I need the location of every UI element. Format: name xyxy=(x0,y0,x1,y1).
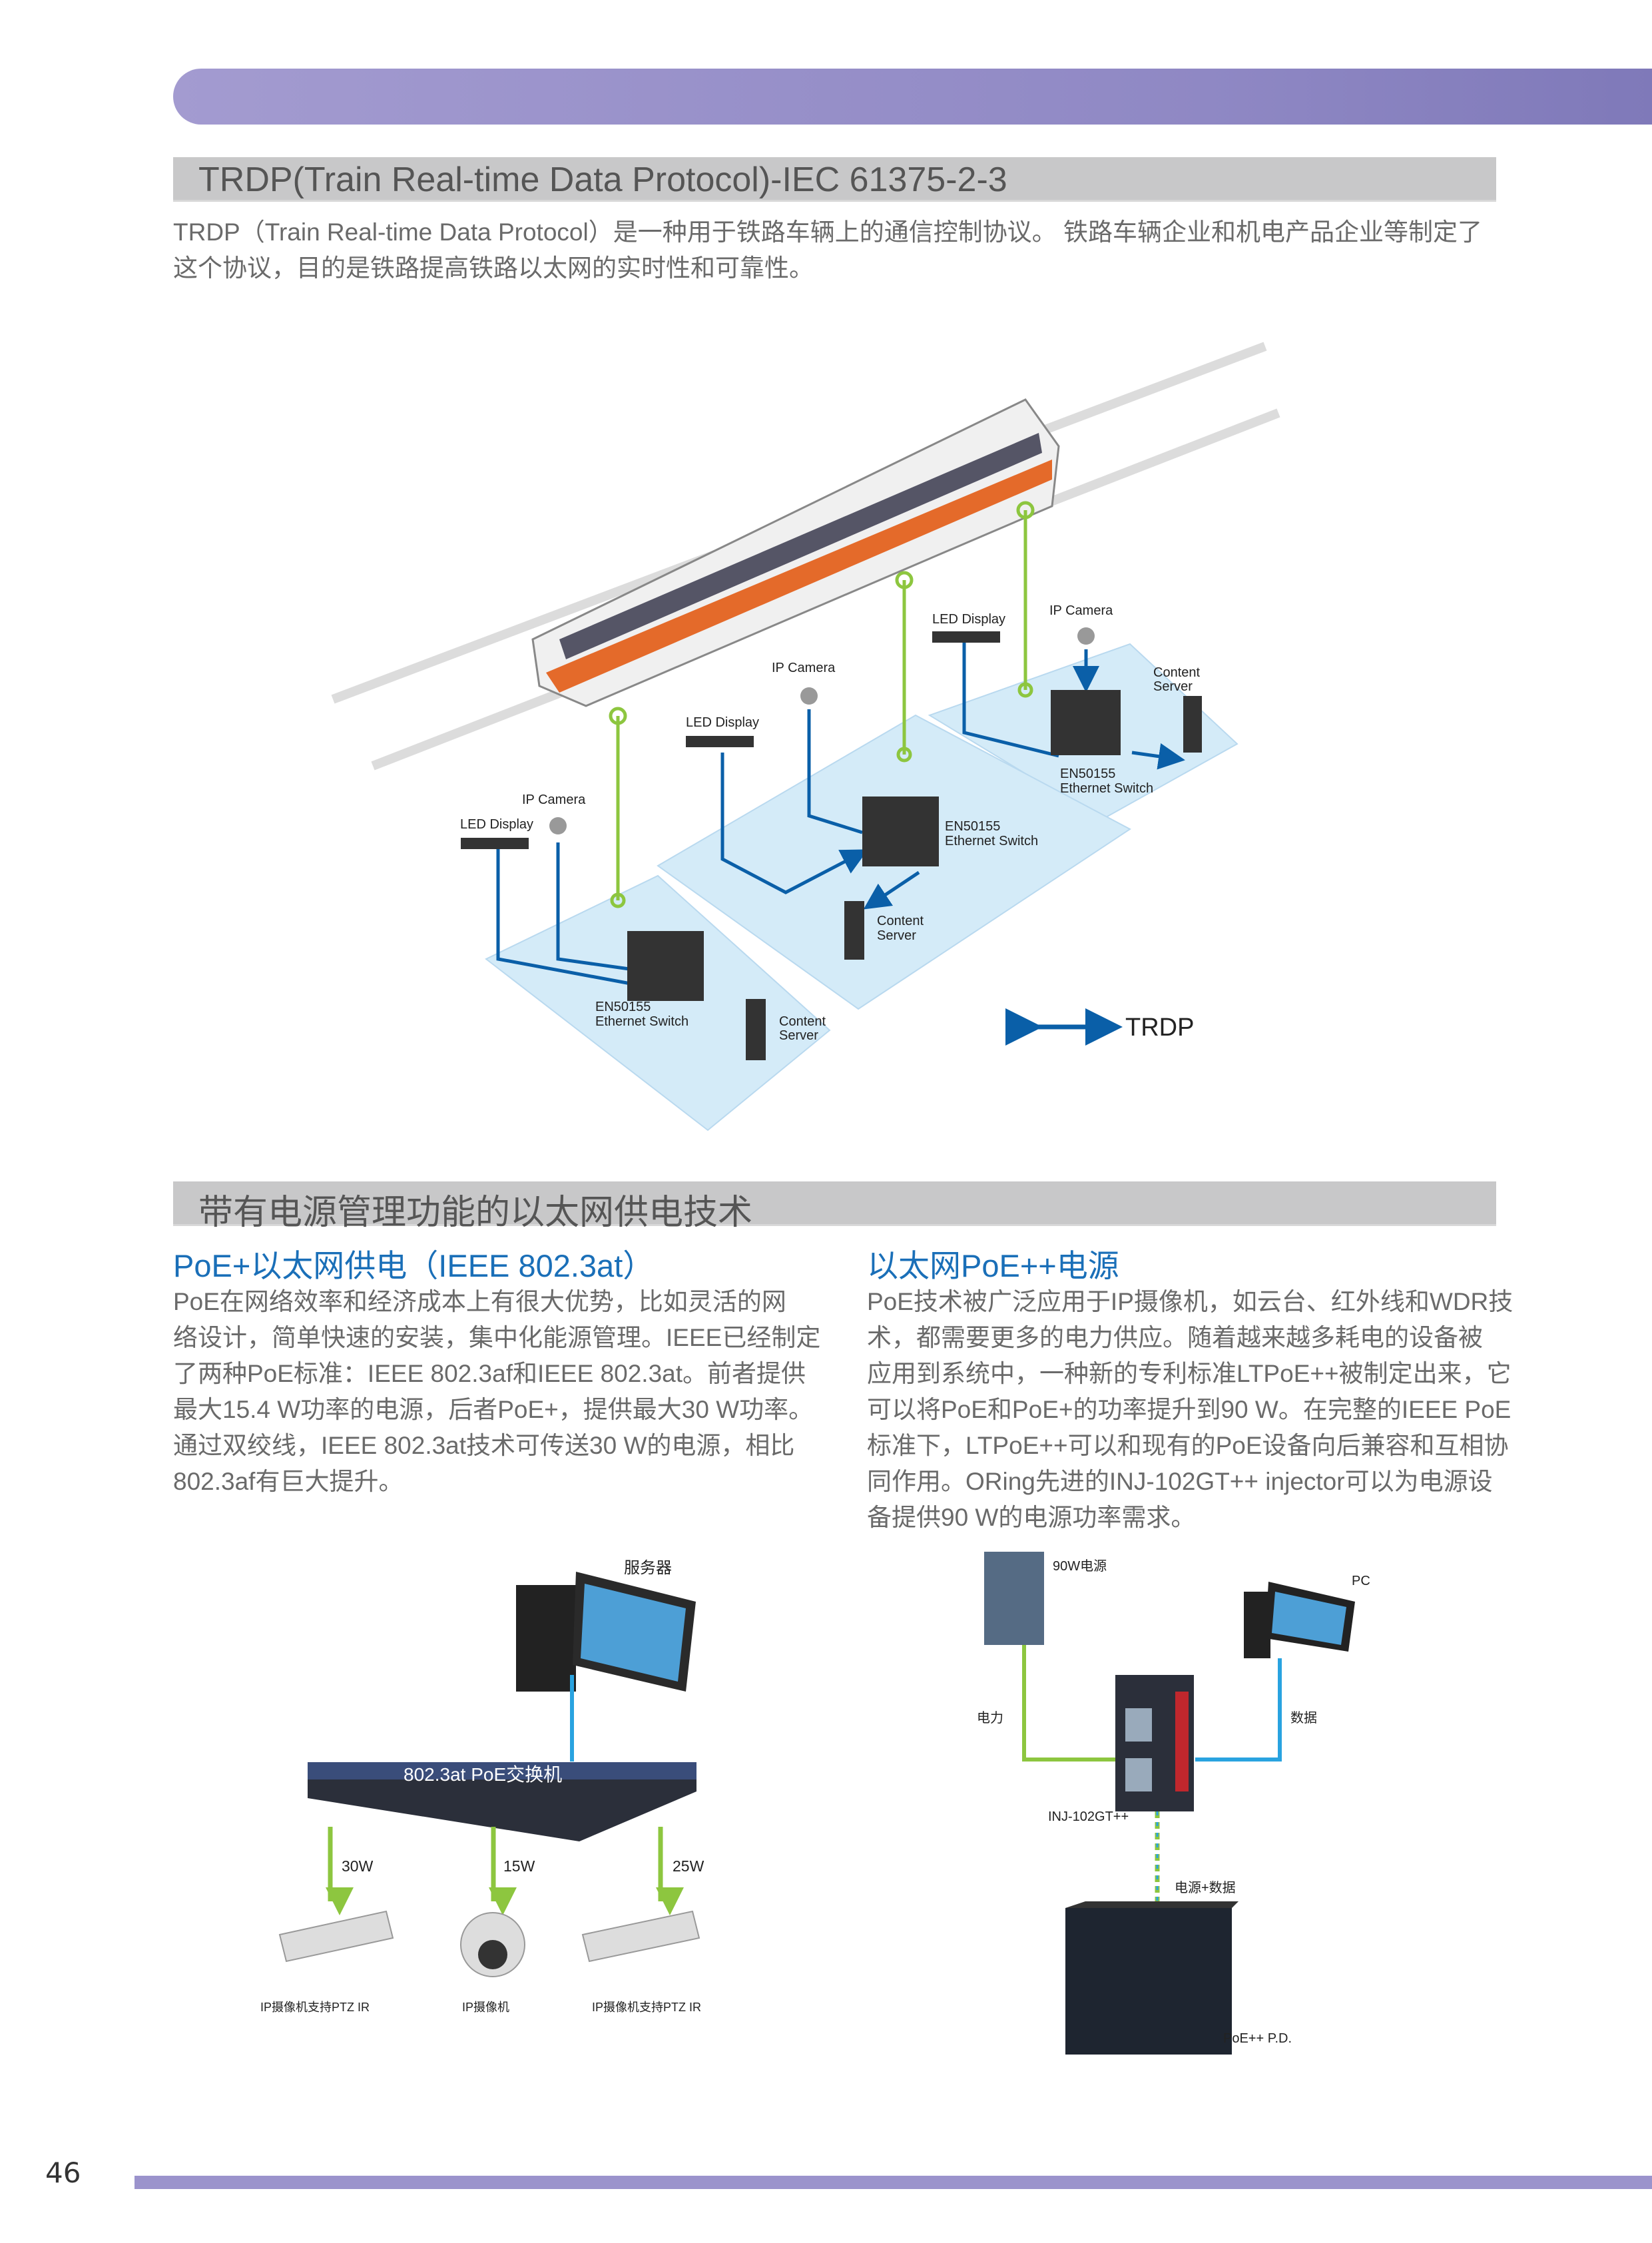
camera-icon xyxy=(1077,627,1095,645)
label-data: 数据 xyxy=(1290,1710,1317,1726)
server-icon xyxy=(844,901,864,960)
platform-1 xyxy=(485,874,831,1131)
label-server: Content xyxy=(1153,665,1200,680)
para-line: 同作用。ORing先进的INJ-102GT++ injector可以为电源设 xyxy=(867,1468,1493,1495)
para-line: 备提供90 W的电源功率需求。 xyxy=(867,1504,1196,1531)
para-line: 术，都需要更多的电力供应。随着越来越多耗电的设备被 xyxy=(867,1324,1483,1351)
trdp-links xyxy=(496,641,1185,999)
label-injector: INJ-102GT++ xyxy=(1048,1809,1129,1824)
ethernet-switch-icon xyxy=(627,931,704,1001)
label-switch: Ethernet Switch xyxy=(595,1014,688,1029)
para-line: PoE在网络效率和经济成本上有很大优势，比如灵活的网 xyxy=(173,1288,786,1315)
label-ip-camera: IP Camera xyxy=(522,793,586,807)
para-line: 802.3af有巨大提升。 xyxy=(173,1468,404,1495)
label-switch: EN50155 xyxy=(1060,767,1115,781)
ethernet-switch-icon xyxy=(862,797,939,866)
label-ip-camera: IP Camera xyxy=(772,661,836,675)
top-banner xyxy=(173,69,1652,125)
poe-plus-diagram: 服务器 802.3at PoE交换机 30W 15W 25W IP摄像机支持PT… xyxy=(260,1559,704,2014)
label-switch: EN50155 xyxy=(595,1000,651,1014)
server-icon xyxy=(746,999,766,1060)
led-display-icon xyxy=(932,631,1000,643)
poe-plus-plus-text: PoE技术被广泛应用于IP摄像机，如云台、红外线和WDR技 术，都需要更多的电力… xyxy=(867,1284,1513,1536)
platforms xyxy=(485,643,1239,1131)
heading-text: TRDP(Train Real-time Data Protocol)-IEC … xyxy=(198,160,1007,199)
label-led-display: LED Display xyxy=(932,612,1005,627)
camera-icon xyxy=(800,687,818,705)
footer-bar xyxy=(135,2176,1652,2189)
para-line: 应用到系统中，一种新的专利标准LTPoE++被制定出来，它 xyxy=(867,1360,1512,1387)
para-line: 这个协议，目的是铁路提高铁路以太网的实时性和可靠性。 xyxy=(173,254,814,282)
label-server: Content xyxy=(877,914,924,928)
label-watts: 30W xyxy=(342,1857,374,1875)
label-pd: PoE++ P.D. xyxy=(1223,2031,1292,2046)
pd-rack-icon xyxy=(1065,1901,1239,2055)
train-network-diagram: IP Camera LED Display EN50155 Ethernet S… xyxy=(331,342,1280,1131)
label-server: Content xyxy=(779,1014,826,1029)
ptz-camera-icon xyxy=(581,1910,700,1963)
devices xyxy=(461,627,1202,1060)
ptz-camera-icon xyxy=(278,1910,394,1963)
label-server: 服务器 xyxy=(624,1559,672,1577)
para-line: 可以将PoE和PoE+的功率提升到90 W。在完整的IEEE PoE xyxy=(867,1396,1512,1423)
label-server: Server xyxy=(1153,679,1193,694)
injector-icon xyxy=(1115,1675,1194,1811)
label-server: Server xyxy=(877,928,916,943)
pc-icon xyxy=(1244,1582,1355,1658)
page-number: 46 xyxy=(45,2156,81,2189)
label-power-data: 电源+数据 xyxy=(1175,1880,1236,1895)
label-switch: EN50155 xyxy=(945,819,1000,834)
trdp-legend: TRDP xyxy=(1005,1008,1194,1046)
poe-plus-plus-diagram: 90W电源 PC 电力 数据 INJ-102GT++ 电源+数据 PoE++ P… xyxy=(977,1552,1370,2055)
section-heading-poe: 带有电源管理功能的以太网供电技术 xyxy=(173,1181,1496,1232)
green-links xyxy=(609,501,1035,908)
para-line: PoE技术被广泛应用于IP摄像机，如云台、红外线和WDR技 xyxy=(867,1288,1514,1315)
subheading-poe-plus: PoE+以太网供电（IEEE 802.3at） xyxy=(173,1248,655,1283)
camera-icon xyxy=(549,817,567,834)
label-camera: IP摄像机支持PTZ IR xyxy=(260,2001,370,2014)
led-display-icon xyxy=(461,838,529,849)
label-led-display: LED Display xyxy=(686,715,759,730)
label-camera: IP摄像机 xyxy=(462,2001,509,2014)
label-switch: Ethernet Switch xyxy=(945,834,1038,848)
para-line: 标准下，LTPoE++可以和现有的PoE设备向后兼容和互相协 xyxy=(867,1432,1509,1459)
train-icon xyxy=(531,398,1060,707)
label-ip-camera: IP Camera xyxy=(1049,603,1113,618)
server-computer-icon xyxy=(516,1572,696,1692)
para-line: TRDP（Train Real-time Data Protocol）是一种用于… xyxy=(173,218,1482,246)
trdp-description: TRDP（Train Real-time Data Protocol）是一种用于… xyxy=(173,214,1482,286)
label-pc: PC xyxy=(1352,1574,1370,1588)
legend-label: TRDP xyxy=(1125,1014,1194,1042)
ethernet-switch-icon xyxy=(1051,690,1121,755)
label-watts: 25W xyxy=(673,1857,704,1875)
para-line: 络设计，简单快速的安装，集中化能源管理。IEEE已经制定 xyxy=(173,1324,821,1351)
label-server: Server xyxy=(779,1028,818,1043)
power-supply-icon xyxy=(984,1552,1044,1645)
label-camera: IP摄像机支持PTZ IR xyxy=(592,2001,701,2014)
subheading-poe-plus-plus: 以太网PoE++电源 xyxy=(867,1248,1119,1283)
section-heading-trdp: TRDP(Train Real-time Data Protocol)-IEC … xyxy=(173,157,1496,202)
poe-switch-icon xyxy=(308,1762,696,1841)
label-led-display: LED Display xyxy=(460,817,533,832)
para-line: 最大15.4 W功率的电源，后者PoE+，提供最大30 W功率。 xyxy=(173,1396,814,1423)
para-line: 了两种PoE标准：IEEE 802.3af和IEEE 802.3at。前者提供 xyxy=(173,1360,806,1387)
heading-text: 带有电源管理功能的以太网供电技术 xyxy=(198,1193,753,1232)
server-icon xyxy=(1183,696,1202,753)
label-psu: 90W电源 xyxy=(1053,1558,1107,1574)
poe-plus-text: PoE在网络效率和经济成本上有很大优势，比如灵活的网 络设计，简单快速的安装，集… xyxy=(173,1284,820,1500)
label-switch: Ethernet Switch xyxy=(1060,781,1153,796)
label-switch: 802.3at PoE交换机 xyxy=(404,1764,562,1785)
para-line: 通过双绞线，IEEE 802.3at技术可传送30 W的电源，相比 xyxy=(173,1432,795,1459)
label-watts: 15W xyxy=(503,1857,535,1875)
label-power: 电力 xyxy=(977,1710,1003,1726)
led-display-icon xyxy=(686,736,754,747)
